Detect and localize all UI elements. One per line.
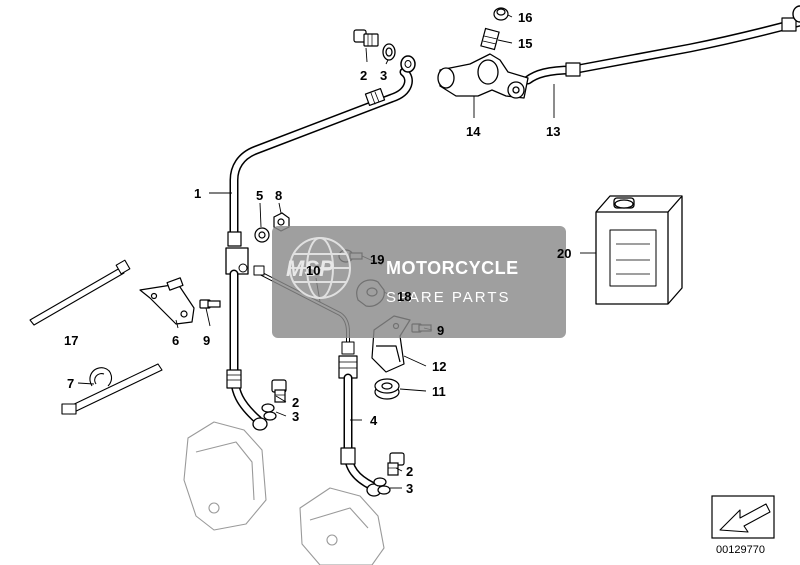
watermark-logo-text: MSP	[286, 256, 334, 281]
callout-10: 10	[306, 263, 320, 278]
diagram-number: 00129770	[716, 544, 765, 556]
callout-4: 4	[370, 413, 378, 428]
callout-7: 7	[67, 376, 74, 391]
callout-5: 5	[256, 188, 263, 203]
brake-fitting-14	[437, 53, 529, 99]
brake-line-1	[227, 55, 416, 247]
sealing-ring-3-left	[261, 403, 277, 421]
bracket-6	[139, 277, 195, 325]
brake-fluid-can-20	[595, 195, 683, 305]
holder-7	[61, 363, 163, 415]
watermark-title: MOTORCYCLE	[386, 258, 519, 278]
direction-arrow-icon	[711, 495, 775, 539]
callout-19: 19	[370, 252, 384, 267]
brake-hose-4	[338, 355, 382, 497]
watermark-globe-icon	[289, 237, 351, 299]
banjo-bolt-2-left	[271, 379, 287, 403]
callout-11: 11	[432, 384, 446, 399]
callout-2-right: 2	[406, 464, 413, 479]
watermark-subtitle: SPARE PARTS	[386, 289, 511, 306]
callout-3-left: 3	[292, 409, 299, 424]
callout-15: 15	[518, 36, 532, 51]
watermark: MSP MOTORCYCLE SPARE PARTS	[272, 226, 566, 338]
banjo-bolt-2-right	[387, 452, 405, 476]
callout-9-right: 9	[437, 323, 444, 338]
callout-2-top: 2	[360, 68, 367, 83]
callout-13: 13	[546, 124, 560, 139]
callout-2-left: 2	[292, 395, 299, 410]
banjo-bolt-2-top	[353, 29, 379, 47]
sealing-ring-3-top	[382, 43, 396, 61]
callout-1: 1	[194, 186, 201, 201]
callout-numbers: 1 2 3 5 8 6 9 17 7 2 3 4 2 3 10 19 18 9 …	[64, 10, 571, 496]
brake-line-lower-left	[225, 247, 268, 431]
callout-17: 17	[64, 333, 78, 348]
callout-3-top: 3	[380, 68, 387, 83]
callout-9-left: 9	[203, 333, 210, 348]
callout-8: 8	[275, 188, 282, 203]
grommet-11	[374, 378, 400, 400]
screw-9-left	[199, 299, 221, 309]
bleeder-valve-15	[480, 27, 500, 51]
brake-caliper-left	[183, 421, 267, 531]
brake-line-13	[523, 5, 800, 85]
callout-14: 14	[466, 124, 481, 139]
callout-18: 18	[397, 289, 411, 304]
callout-6: 6	[172, 333, 179, 348]
sealing-ring-3-right	[373, 477, 391, 495]
callout-3-right: 3	[406, 481, 413, 496]
washer-5	[254, 227, 270, 243]
callout-16: 16	[518, 10, 532, 25]
cable-tie-17	[29, 259, 131, 326]
dust-cap-16	[493, 7, 509, 21]
callout-20: 20	[557, 246, 571, 261]
callout-12: 12	[432, 359, 446, 374]
brake-caliper-right	[299, 487, 385, 565]
